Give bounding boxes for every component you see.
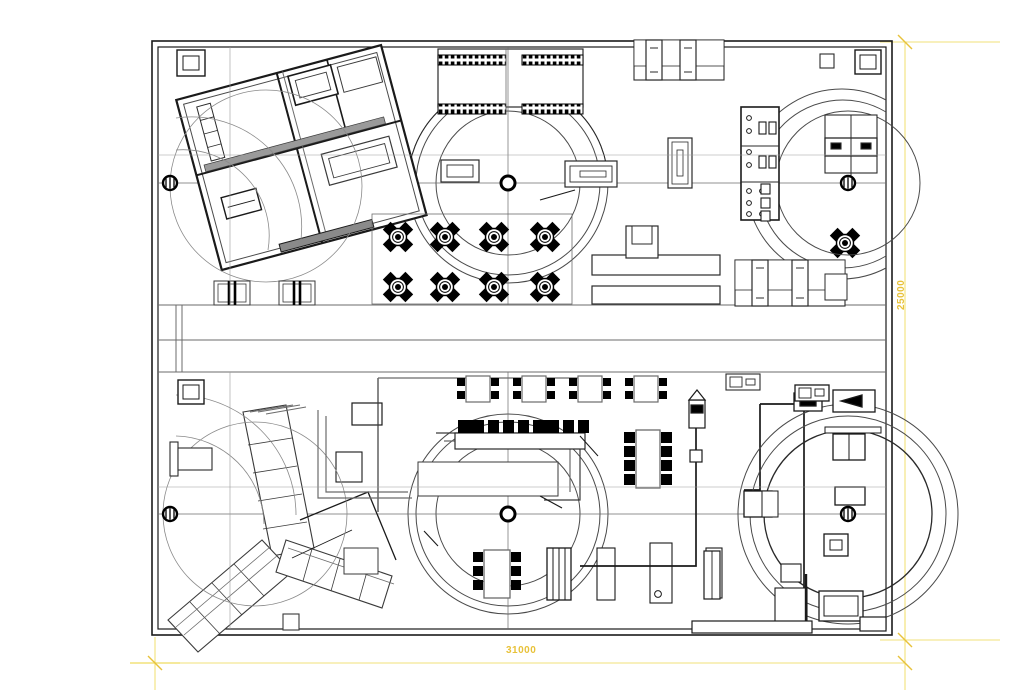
corner-column-upper-right	[854, 49, 882, 75]
column-marker	[161, 174, 179, 192]
center-pivot-upper	[499, 174, 517, 192]
rotated-building-block	[174, 43, 428, 272]
tiered-seating-bands	[437, 48, 584, 115]
round-table	[382, 271, 414, 303]
center-pivot-lower	[499, 505, 517, 523]
double-door	[212, 279, 252, 307]
small-column-lower	[282, 613, 300, 631]
column-marker	[161, 505, 179, 523]
conference-table	[624, 429, 672, 489]
stack-fixture-lower	[703, 550, 721, 600]
service-counter-upper	[591, 225, 721, 305]
dimension-ticks	[147, 34, 913, 671]
banquet-table-lower	[473, 549, 521, 599]
round-table	[478, 221, 510, 253]
round-table	[478, 271, 510, 303]
console-left-upper	[440, 159, 480, 183]
floor-separator-band	[158, 304, 886, 373]
lower-floor-plan	[158, 372, 959, 653]
fixture-lower-left	[169, 441, 213, 477]
round-table-grid	[371, 213, 573, 305]
building-outline	[151, 40, 893, 636]
bottom-service-strip	[691, 616, 887, 634]
corner-column-lower-right	[794, 384, 830, 402]
corner-column-upper-left	[176, 49, 206, 77]
control-panel	[740, 106, 780, 222]
square-table	[512, 375, 556, 403]
double-door	[277, 279, 317, 307]
guide-lines	[158, 47, 886, 629]
column-marker	[839, 174, 857, 192]
corner-column-lower-left	[177, 379, 205, 405]
console-right-upper	[564, 160, 618, 188]
dimension-label-vertical: 25000	[896, 279, 907, 310]
small-column-upper	[819, 53, 835, 69]
equipment-bank-upper-right	[734, 259, 848, 307]
round-table	[382, 221, 414, 253]
equipment-lower-right	[743, 389, 882, 623]
bar-counter	[454, 420, 599, 457]
column-marker	[839, 505, 857, 523]
round-table	[429, 221, 461, 253]
square-table	[456, 375, 500, 403]
fixture-right-upper	[824, 114, 878, 190]
dimension-label-horizontal: 31000	[506, 645, 537, 656]
square-table	[624, 375, 668, 403]
narrow-fixture	[667, 137, 693, 189]
service-fixture-lower	[687, 389, 707, 463]
sink-fixture	[725, 373, 761, 391]
round-table	[429, 271, 461, 303]
dimension-lines	[130, 41, 1000, 690]
square-table	[568, 375, 612, 403]
upper-floor-plan	[158, 39, 921, 307]
equipment-rack-top	[633, 39, 725, 81]
